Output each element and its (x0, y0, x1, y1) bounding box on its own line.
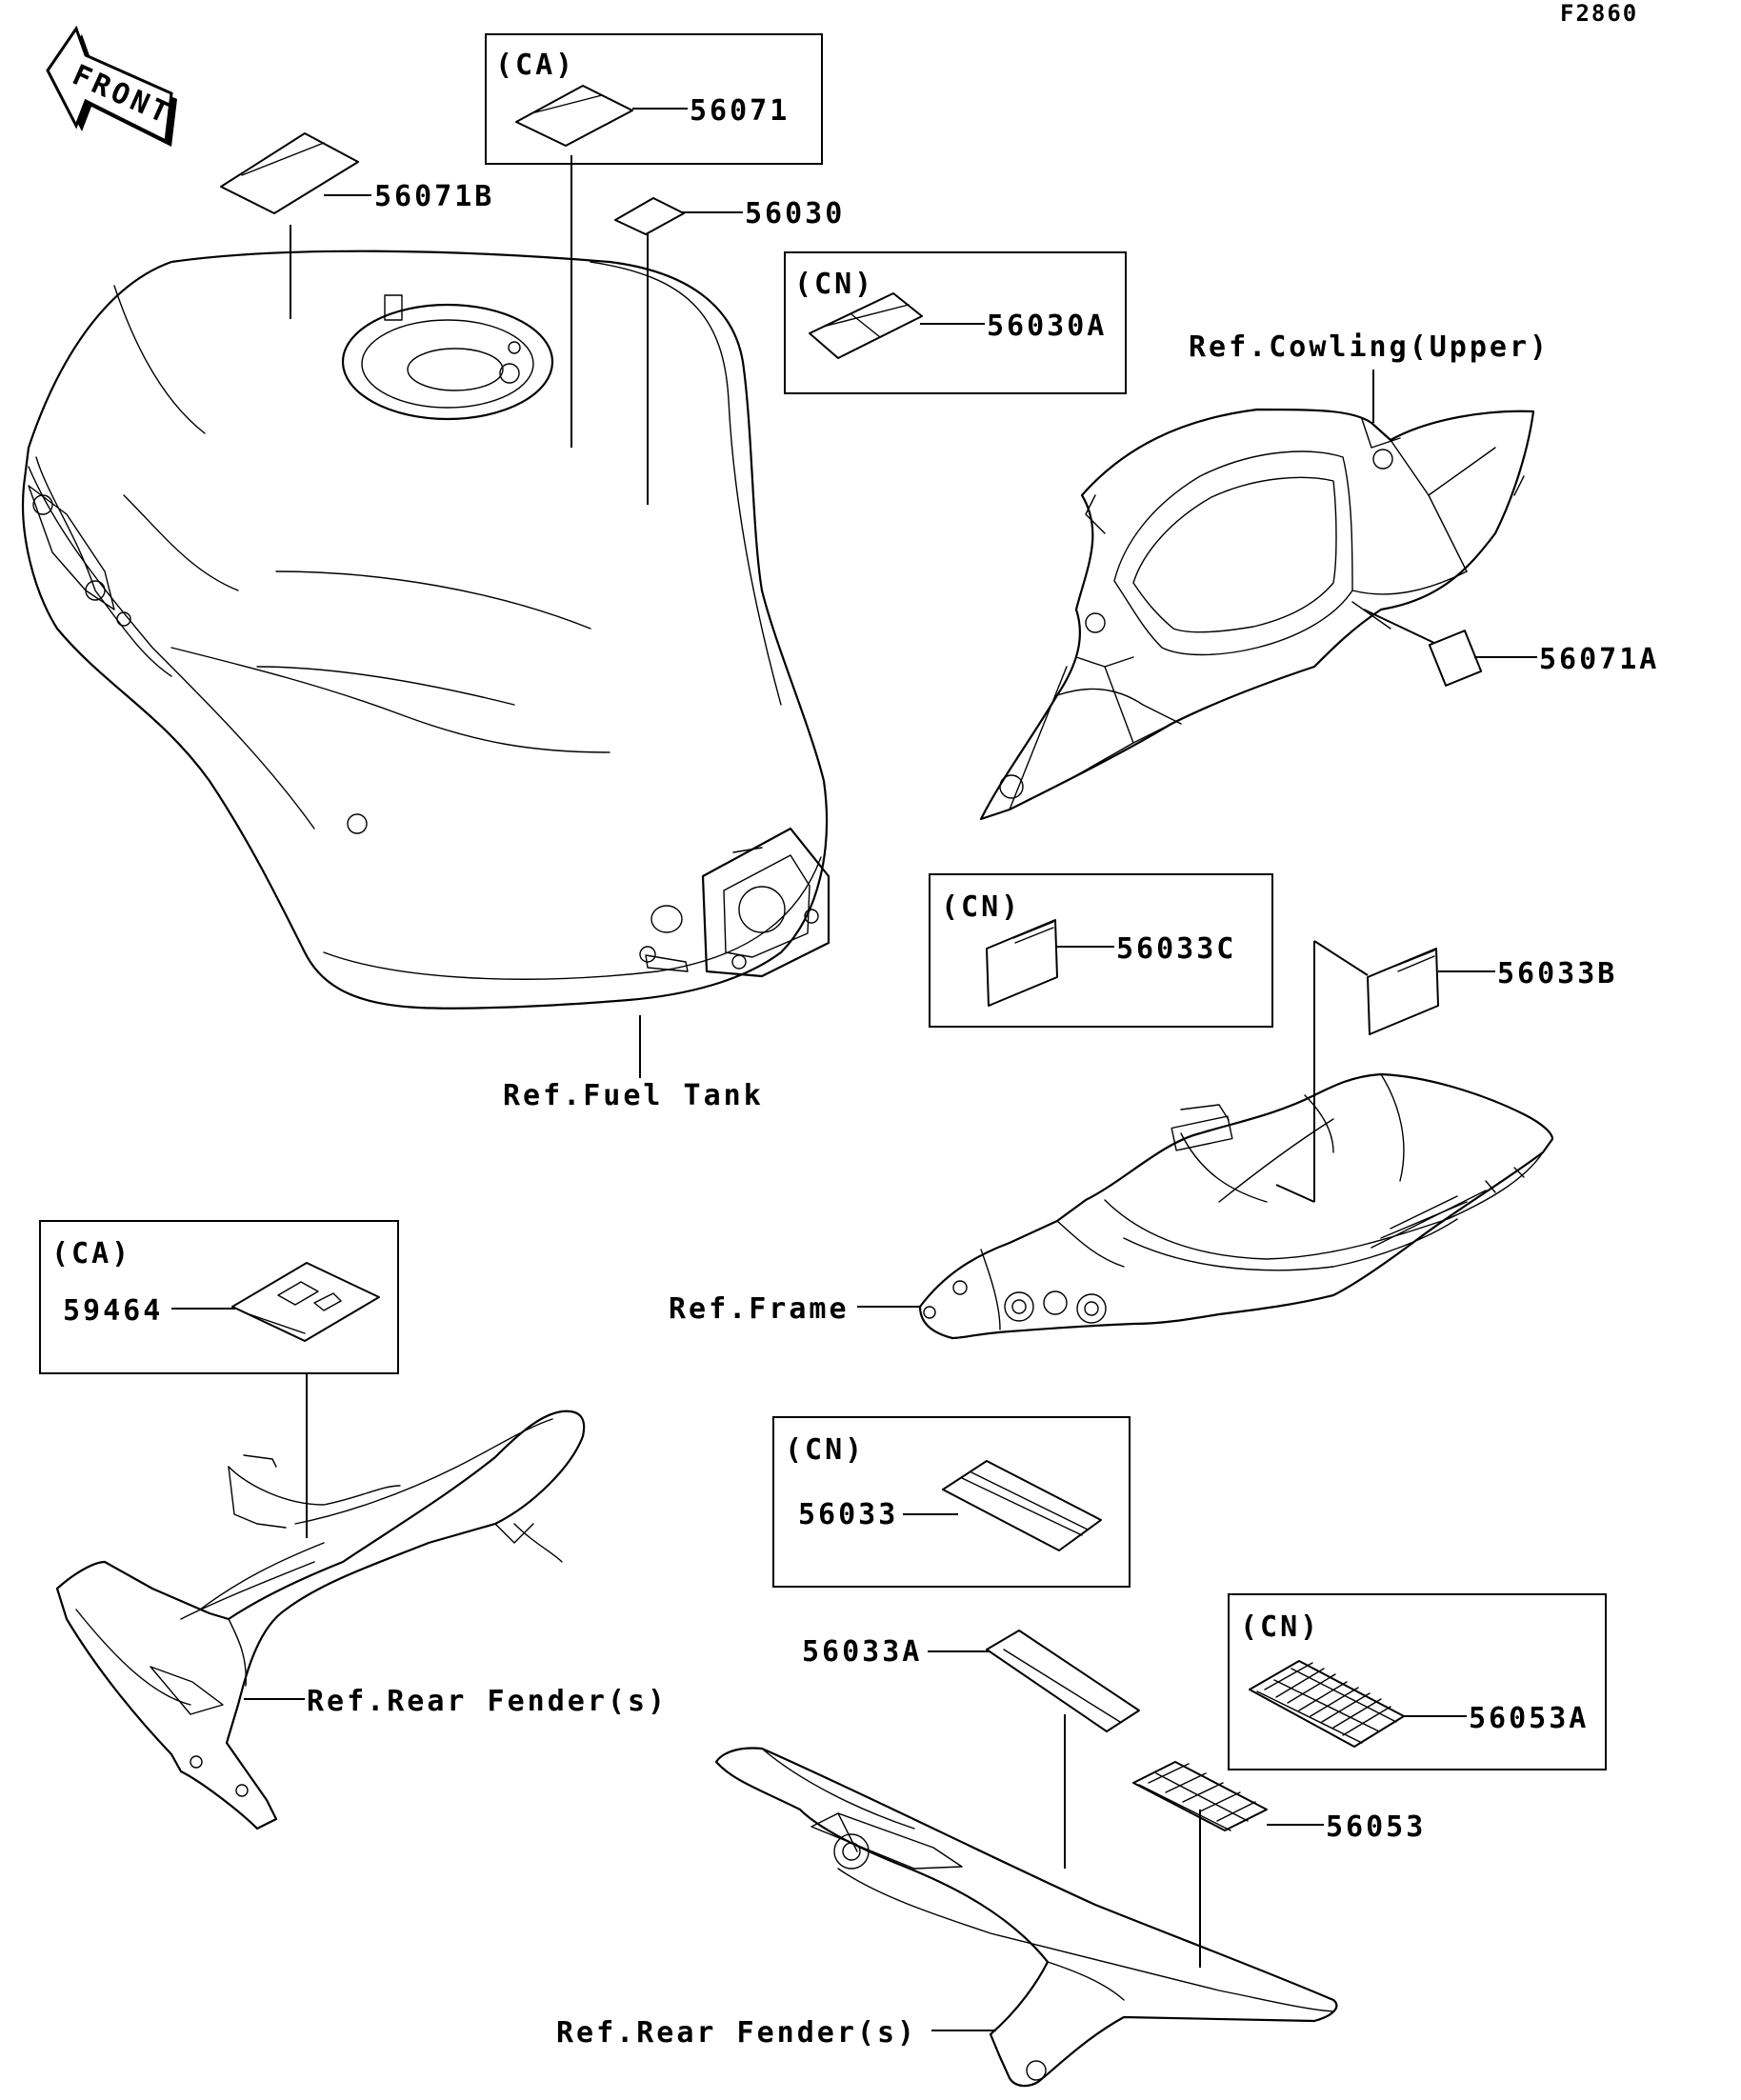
label-56033C (986, 919, 1058, 1007)
ref-fuel-tank: Ref.Fuel Tank (503, 1079, 764, 1112)
region-ca-2: (CA) (51, 1237, 131, 1270)
part-56033A: 56033A (802, 1635, 922, 1669)
part-56071A: 56071A (1539, 643, 1659, 676)
ref-frame: Ref.Frame (669, 1292, 850, 1326)
part-56033: 56033 (798, 1498, 898, 1531)
region-cn-2: (CN) (941, 890, 1021, 924)
part-56030A: 56030A (987, 310, 1107, 343)
cowling-upper-drawing (979, 408, 1535, 821)
ref-rear-fender-2: Ref.Rear Fender(s) (556, 2016, 917, 2050)
region-ca-1: (CA) (495, 49, 575, 82)
region-cn-4: (CN) (1240, 1610, 1320, 1644)
part-56053: 56053 (1326, 1810, 1426, 1844)
region-cn-1: (CN) (794, 268, 874, 301)
part-56033B: 56033B (1497, 957, 1617, 990)
front-arrow-icon: FRONT (46, 25, 177, 147)
region-box-ca-2 (39, 1220, 399, 1374)
part-56071: 56071 (690, 94, 790, 128)
label-56071 (515, 85, 633, 147)
part-56030: 56030 (745, 197, 845, 230)
ref-cowling-upper: Ref.Cowling(Upper) (1189, 330, 1550, 364)
region-box-cn-3 (772, 1416, 1131, 1588)
ref-rear-fender-1: Ref.Rear Fender(s) (307, 1685, 668, 1718)
region-cn-3: (CN) (785, 1433, 865, 1467)
region-box-cn-4 (1228, 1593, 1607, 1770)
part-56071B: 56071B (374, 180, 494, 213)
rear-fender-2-drawing (714, 1747, 1338, 2088)
label-56053A (1249, 1660, 1405, 1748)
label-56071B (220, 132, 359, 214)
region-box-ca-1 (485, 33, 823, 165)
label-56030 (614, 197, 685, 235)
rear-fender-1-drawing (55, 1410, 586, 1830)
label-59464 (231, 1262, 380, 1342)
frame-drawing (918, 1072, 1554, 1340)
label-56053 (1132, 1761, 1268, 1831)
part-59464: 59464 (63, 1294, 163, 1328)
label-56071A (1428, 630, 1483, 687)
part-56033C: 56033C (1116, 932, 1236, 966)
region-box-cn-1 (784, 251, 1127, 394)
label-56033B (1367, 948, 1439, 1035)
fuel-tank-drawing (21, 250, 830, 1010)
region-box-cn-2 (929, 873, 1273, 1028)
label-56033A (986, 1630, 1140, 1732)
figure-code: F2860 (1560, 0, 1638, 27)
label-56033 (942, 1460, 1102, 1551)
part-56053A: 56053A (1469, 1702, 1589, 1735)
